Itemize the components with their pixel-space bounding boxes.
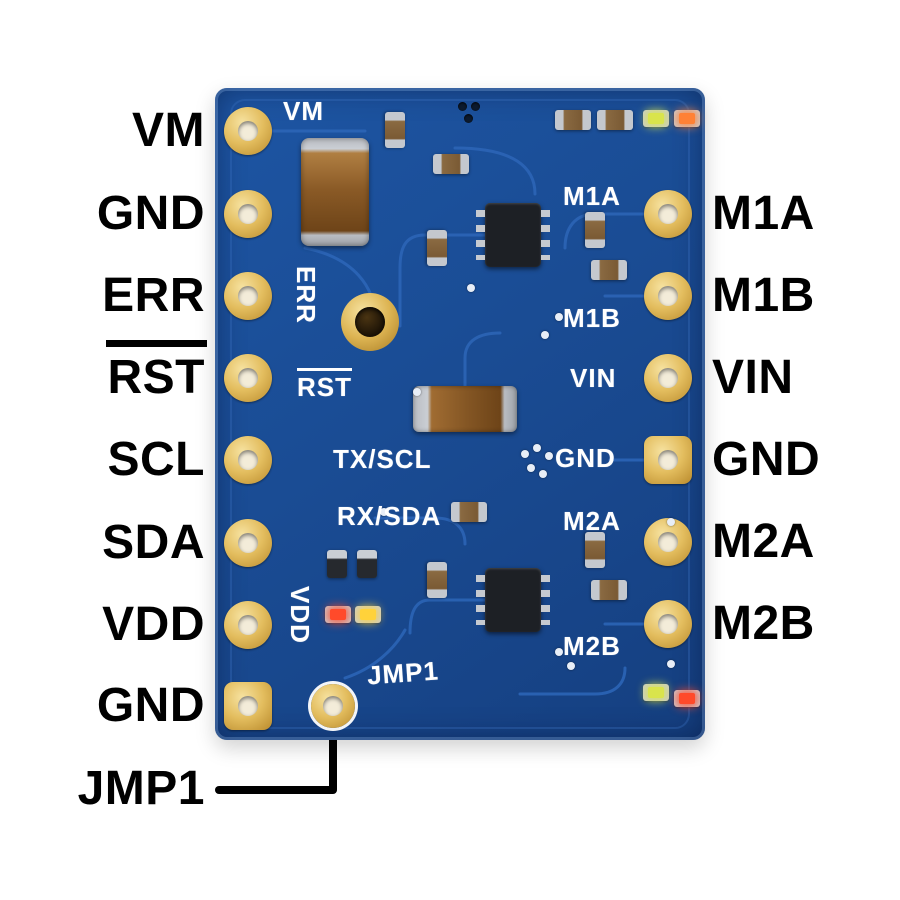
passive-component <box>451 502 487 522</box>
silkscreen-m1a: M1A <box>563 181 621 211</box>
jmp1-pointer-line-vertical <box>329 733 337 793</box>
status-led-red-2 <box>674 690 700 707</box>
status-led-green <box>643 110 669 127</box>
via <box>555 648 563 656</box>
via <box>467 284 475 292</box>
pad-err <box>224 272 272 320</box>
pad-m1b <box>644 272 692 320</box>
silkscreen-m1b: M1B <box>563 303 621 333</box>
pin-label-rst: RST <box>105 340 207 404</box>
pad-rst <box>224 354 272 402</box>
via <box>567 662 575 670</box>
passive-component <box>357 550 377 578</box>
passive-component <box>591 580 627 600</box>
silkscreen-tx-scl: TX/SCL <box>333 444 432 474</box>
pad-scl <box>224 436 272 484</box>
trace-overlay <box>230 99 690 729</box>
passive-component <box>427 562 447 598</box>
pin-label-vdd: VDD <box>102 598 205 651</box>
pin-label-vm: VM <box>132 104 205 157</box>
silkscreen-jmp1: JMP1 <box>366 655 440 691</box>
silkscreen-vdd: VDD <box>285 586 315 644</box>
via <box>539 470 547 478</box>
silkscreen-m2a: M2A <box>563 506 621 536</box>
pin-label-err: ERR <box>102 269 205 322</box>
pin-label-m1a: M1A <box>712 187 815 240</box>
via <box>527 464 535 472</box>
via <box>545 452 553 460</box>
passive-component <box>385 112 405 148</box>
test-point <box>458 102 467 111</box>
passive-component <box>585 532 605 568</box>
pad-m1a <box>644 190 692 238</box>
pin-label-gnd-right: GND <box>712 433 821 486</box>
pad-vm <box>224 107 272 155</box>
pad-jmp1 <box>311 684 355 728</box>
passive-component <box>591 260 627 280</box>
via <box>541 331 549 339</box>
pin-label-m1b: M1B <box>712 269 815 322</box>
pin-label-jmp1: JMP1 <box>77 762 205 815</box>
status-led-green-2 <box>643 684 669 701</box>
via <box>533 444 541 452</box>
silkscreen-err: ERR <box>291 266 321 324</box>
status-led-red <box>325 606 351 623</box>
via <box>667 660 675 668</box>
silkscreen-rx-sda: RX/SDA <box>337 501 442 531</box>
motor-driver-ic-1 <box>476 203 550 267</box>
bulk-capacitor <box>301 138 369 246</box>
silkscreen-vin: VIN <box>570 363 617 393</box>
pcb-board: VM ERR RST TX/SCL RX/SDA VDD JMP1 M1A M1… <box>215 88 705 740</box>
pin-label-gnd-left-2: GND <box>96 679 205 732</box>
pad-gnd-right <box>644 436 692 484</box>
center-capacitor <box>413 386 517 432</box>
pin-label-m2b: M2B <box>712 597 815 650</box>
via <box>521 450 529 458</box>
pad-vin <box>644 354 692 402</box>
passive-component <box>555 110 591 130</box>
passive-component <box>433 154 469 174</box>
pad-gnd-left-1 <box>224 190 272 238</box>
pad-vdd <box>224 601 272 649</box>
pin-label-m2a: M2A <box>712 515 815 568</box>
passive-component <box>597 110 633 130</box>
pad-m2b <box>644 600 692 648</box>
silkscreen-vm: VM <box>283 96 324 126</box>
mounting-hole <box>341 293 399 351</box>
pin-label-vin: VIN <box>712 351 794 404</box>
via <box>667 518 675 526</box>
pin-label-gnd-left-1: GND <box>96 187 205 240</box>
pad-m2a <box>644 518 692 566</box>
silkscreen-rst: RST <box>297 368 352 402</box>
jmp1-pointer-line-horizontal <box>215 786 337 794</box>
status-led-yellow <box>355 606 381 623</box>
via <box>413 388 421 396</box>
pad-gnd-left-2 <box>224 682 272 730</box>
passive-component <box>327 550 347 578</box>
test-point <box>471 102 480 111</box>
pin-label-sda: SDA <box>102 516 205 569</box>
passive-component <box>427 230 447 266</box>
passive-component <box>585 212 605 248</box>
test-point <box>464 114 473 123</box>
via <box>555 313 563 321</box>
via <box>380 508 388 516</box>
silkscreen-m2b: M2B <box>563 631 621 661</box>
motor-driver-ic-2 <box>476 568 550 632</box>
pad-sda <box>224 519 272 567</box>
pin-label-scl: SCL <box>107 433 205 486</box>
status-led-orange <box>674 110 700 127</box>
silkscreen-gnd: GND <box>555 443 616 473</box>
